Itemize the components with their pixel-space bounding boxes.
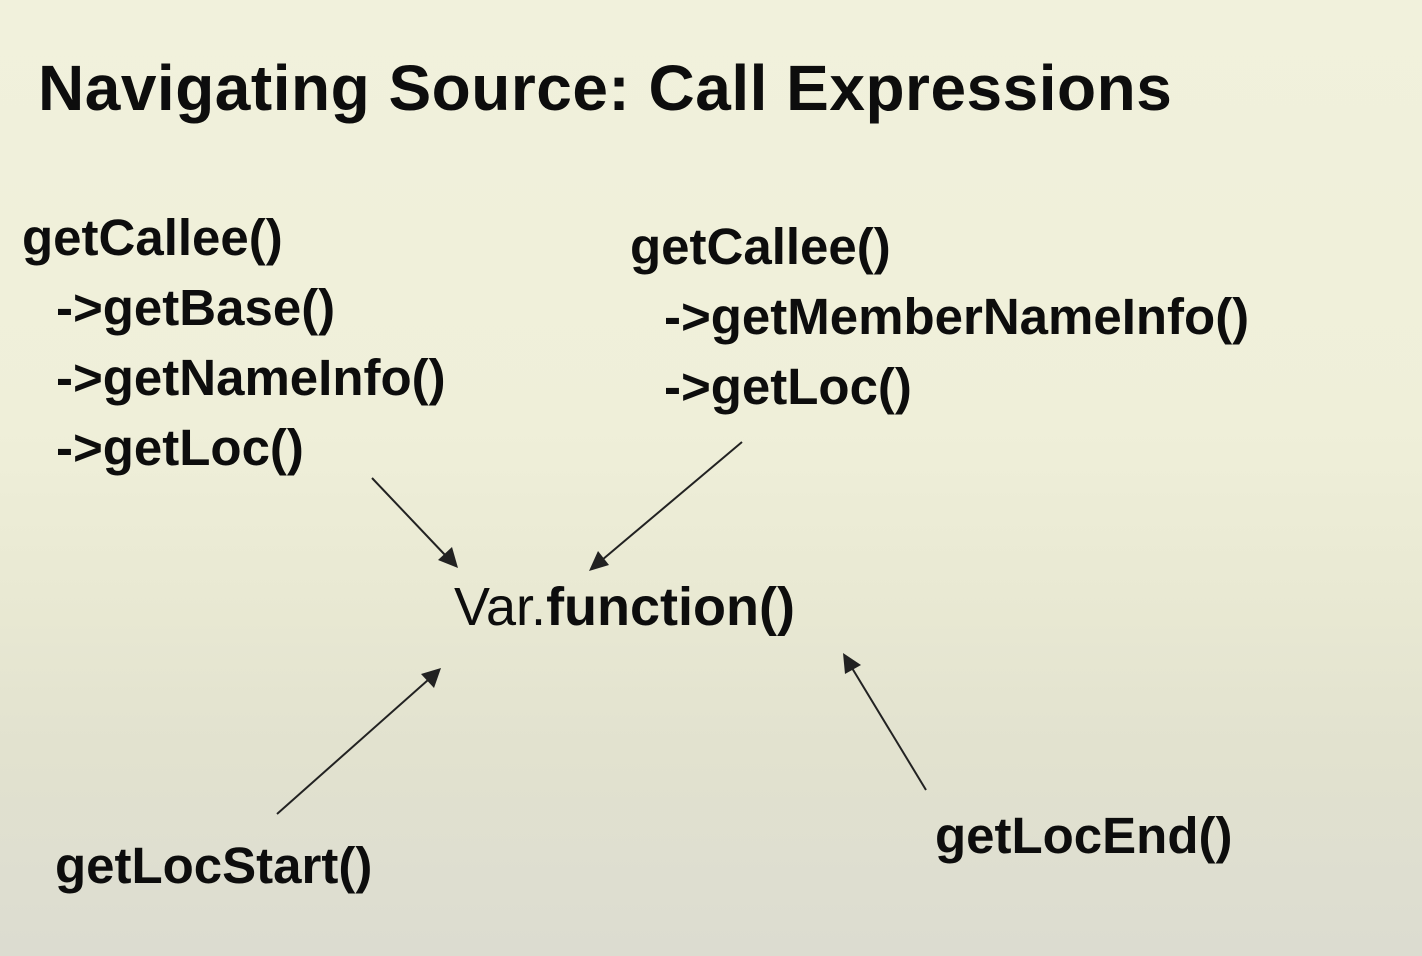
left-chain-line: ->getBase(): [56, 279, 336, 336]
call-expression: Var.function(): [454, 580, 795, 634]
slide-title: Navigating Source: Call Expressions: [38, 52, 1173, 124]
left-chain-line: getCallee(): [22, 209, 283, 266]
right-chain-line: ->getLoc(): [664, 358, 912, 415]
arrow-right-chain-to-call: [589, 441, 743, 571]
arrow-loc-end-to-call: [843, 653, 927, 791]
call-expression-function: function(): [546, 577, 795, 637]
arrow-loc-start-to-call: [276, 668, 441, 815]
call-expression-var: Var.: [454, 577, 547, 637]
arrow-left-chain-to-call: [371, 477, 458, 568]
right-callee-chain: getCallee() ->getMemberNameInfo() ->getL…: [630, 212, 1249, 422]
left-chain-line: ->getNameInfo(): [56, 349, 446, 406]
left-chain-line: ->getLoc(): [56, 419, 304, 476]
right-chain-line: getCallee(): [630, 218, 891, 275]
right-chain-line: ->getMemberNameInfo(): [664, 288, 1250, 345]
get-loc-start-label: getLocStart(): [55, 837, 373, 894]
left-callee-chain: getCallee() ->getBase() ->getNameInfo() …: [22, 203, 446, 483]
get-loc-end-label: getLocEnd(): [935, 807, 1233, 864]
